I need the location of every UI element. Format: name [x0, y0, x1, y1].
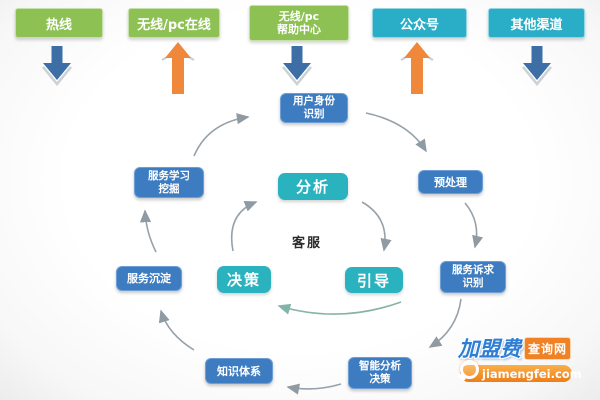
node-label: 分析 — [295, 178, 330, 196]
node-label-line2: 识别 — [462, 277, 484, 289]
up-arrow-icon — [400, 42, 434, 94]
arrow-analysis-to-guide — [361, 201, 392, 252]
arrow-preprocess-to-demand — [464, 202, 484, 249]
node-preprocess: 预处理 — [418, 170, 483, 194]
arrow-userid-to-preprocess — [365, 112, 427, 153]
node-label-line2: 决策 — [369, 373, 391, 385]
channel-label: 热线 — [45, 17, 72, 33]
node-guide: 引导 — [345, 267, 403, 293]
arrow-deposit-to-learning — [139, 209, 157, 253]
arrow-learning-to-userid — [193, 113, 250, 157]
up-arrow-icon — [161, 42, 195, 94]
node-label: 预处理 — [434, 175, 467, 189]
down-arrow-icon — [522, 46, 552, 86]
node-knowledge-system: 知识体系 — [205, 358, 273, 384]
node-label: 决策 — [226, 271, 261, 289]
channel-wireless-pc-online: 无线/pc在线 — [128, 8, 220, 38]
node-label-line1: 服务学习 — [148, 169, 190, 182]
node-label: 服务沉淀 — [127, 272, 171, 285]
node-analysis: 分析 — [278, 173, 348, 200]
node-label-line2: 挖掘 — [158, 182, 180, 195]
node-label-line1: 智能分析 — [359, 360, 401, 372]
down-arrow-icon — [282, 46, 312, 86]
node-service-deposit: 服务沉淀 — [116, 266, 182, 291]
node-service-learning: 服务学习 挖掘 — [134, 167, 204, 198]
channel-label-line2: 帮助中心 — [277, 23, 321, 36]
logo-suffix-badge: 查询网 — [524, 336, 572, 360]
node-user-identity: 用户身份 识别 — [280, 93, 348, 123]
logo-domain-text: jiamengfei.com — [482, 366, 582, 381]
channel-help-center: 无线/pc 帮助中心 — [249, 5, 349, 41]
logo-domain-pill: jiamengfei.com — [456, 360, 582, 382]
logo-brand-text: 加盟费 — [458, 337, 521, 361]
node-intelligent-analysis: 智能分析 决策 — [348, 357, 412, 389]
arrow-decision-to-analysis — [230, 200, 258, 252]
channel-label: 公众号 — [399, 17, 439, 33]
arrow-knowledge-to-deposit — [158, 309, 195, 351]
node-label-line1: 服务诉求 — [452, 264, 494, 276]
arrow-intelligent-to-knowledge — [286, 383, 342, 395]
node-label: 引导 — [356, 271, 391, 290]
down-arrow-icon — [42, 46, 72, 86]
center-label-customer-service: 客服 — [292, 236, 323, 251]
channel-label: 其他渠道 — [510, 17, 563, 33]
arrow-demand-to-intelligent — [428, 298, 462, 348]
watermark-logo: 加盟费 查询网 jiamengfei.com — [456, 333, 582, 382]
node-label-line1: 用户身份 — [293, 95, 335, 107]
magnifier-icon — [456, 360, 479, 382]
channel-label-line1: 无线/pc — [278, 10, 320, 23]
node-decision: 决策 — [217, 266, 271, 293]
node-service-demand: 服务诉求 识别 — [440, 261, 506, 293]
channel-label: 无线/pc在线 — [137, 17, 211, 33]
channel-official-account: 公众号 — [372, 8, 467, 38]
node-label: 知识体系 — [217, 364, 261, 378]
channel-hotline: 热线 — [15, 8, 103, 38]
arrow-guide-to-decision — [277, 301, 402, 315]
node-label-line2: 识别 — [303, 108, 325, 120]
channel-other: 其他渠道 — [488, 8, 585, 38]
